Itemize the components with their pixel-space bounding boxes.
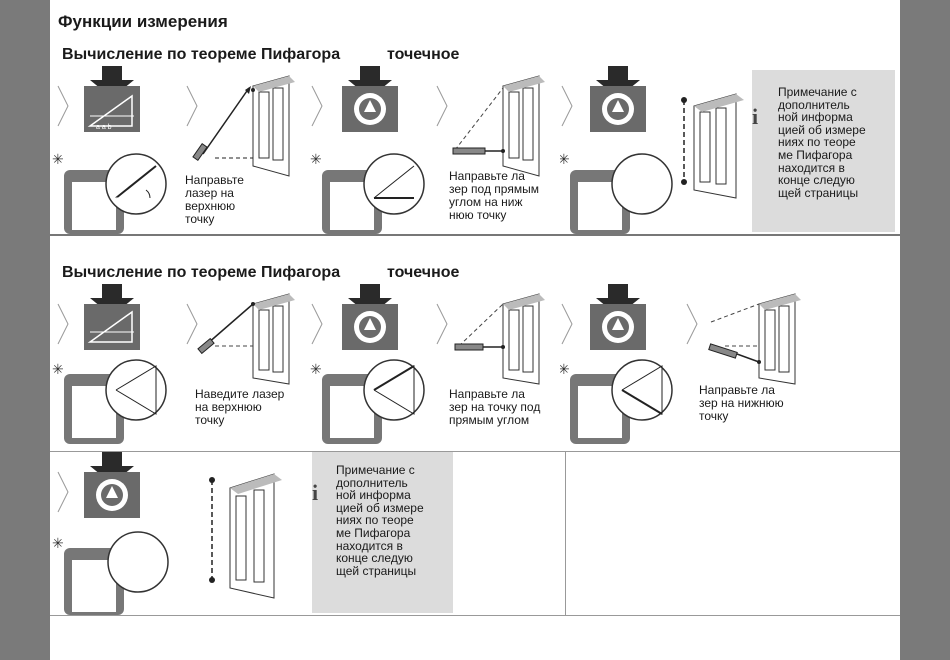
s1-step2-caption: Направьте лазер на верхнюю точку — [185, 173, 244, 226]
section2-mode: точечное — [387, 264, 460, 281]
s1-step3-diagram: ✳ — [310, 66, 425, 234]
s2-step5-diagram: ✳ — [560, 284, 673, 444]
s1-step4-diagram — [436, 75, 545, 177]
svg-text:✳: ✳ — [52, 151, 64, 167]
s2-step4-aim-right-angle: Направьте ла зер на точку под прямым угл… — [435, 284, 560, 452]
s1-step4-caption: Направьте ла зер под прямым углом на ниж… — [449, 169, 539, 222]
s2-step6-caption: Направьте ла зер на нижнюю точку — [699, 383, 784, 423]
s1-step4-aim-bottom: Направьте ла зер под прямым углом на ниж… — [435, 66, 560, 234]
down-arrow-icon — [348, 284, 392, 316]
s2-step3-diagram: ✳ — [310, 284, 425, 444]
down-arrow-icon — [90, 284, 134, 316]
svg-text:✳: ✳ — [310, 361, 322, 377]
s2-step2-caption: Наведите лазер на верхнюю точку — [195, 387, 285, 427]
s1-note-text: Примечание с дополнитель ной информа цие… — [778, 85, 866, 200]
s2-step1-diagram: ✳ — [52, 284, 167, 444]
row-divider — [50, 451, 900, 452]
right-margin-bar — [900, 0, 950, 660]
s2-step6-aim-bottom: Направьте ла зер на нижнюю точку — [685, 284, 815, 452]
s2-step2-diagram — [186, 293, 295, 385]
display-bubble — [105, 153, 167, 215]
s2-step4-caption: Направьте ла зер на точку под прямым угл… — [449, 387, 541, 427]
svg-text:✳: ✳ — [310, 151, 322, 167]
s1-info-note: i Примечание с дополнитель ной информа ц… — [752, 70, 895, 232]
down-arrow-icon — [596, 66, 640, 98]
s2-step2-aim-top: Наведите лазер на верхнюю точку — [185, 284, 310, 452]
svg-text:✳: ✳ — [52, 535, 64, 551]
info-icon: i — [312, 480, 319, 505]
s2-note-text: Примечание с дополнитель ной информа цие… — [336, 463, 424, 578]
s2-info-note: i Примечание с дополнитель ной информа ц… — [312, 452, 453, 613]
section2-heading: Вычисление по теореме Пифагора точечное — [62, 264, 459, 282]
s2-step5-measure: ✳ — [560, 284, 685, 452]
section2-heading-text: Вычисление по теореме Пифагора — [62, 264, 341, 281]
s2-step6-diagram — [686, 293, 801, 385]
down-arrow-icon — [90, 452, 134, 484]
down-arrow-icon — [348, 66, 392, 98]
s1-step5-result: ✳ — [560, 66, 750, 234]
page-title: Функции измерения — [58, 12, 228, 31]
svg-text:✳: ✳ — [52, 361, 64, 377]
bottom-divider — [50, 615, 900, 616]
s1-step1-pythagoras-select: a a b ✳ — [50, 66, 185, 234]
s2-step7-result: ✳ — [50, 452, 310, 615]
down-arrow-icon — [90, 66, 134, 98]
s1-step3-measure: ✳ — [310, 66, 435, 234]
s1-step2-aim-top: Направьте лазер на верхнюю точку — [185, 66, 310, 234]
section1-heading-text: Вычисление по теореме Пифагора — [62, 46, 341, 63]
section-divider — [50, 234, 900, 236]
svg-text:✳: ✳ — [560, 151, 570, 167]
left-margin-bar — [0, 0, 50, 660]
s2-step3-measure: ✳ — [310, 284, 435, 452]
s2-step4-diagram — [436, 293, 545, 385]
section1-mode: точечное — [387, 46, 460, 63]
s2-step7-diagram: ✳ — [52, 452, 282, 615]
section1-heading: Вычисление по теореме Пифагора точечное — [62, 46, 459, 64]
column-divider — [565, 452, 566, 615]
s1-step5-diagram: ✳ — [560, 66, 744, 234]
pythagoras-label: a a b — [96, 124, 112, 131]
s2-step1-pythagoras-select: ✳ — [50, 284, 185, 452]
s1-step2-diagram — [186, 75, 295, 177]
s1-step1-diagram: a a b ✳ — [52, 66, 167, 234]
down-arrow-icon — [596, 284, 640, 316]
svg-text:✳: ✳ — [560, 361, 570, 377]
info-icon: i — [752, 104, 759, 129]
